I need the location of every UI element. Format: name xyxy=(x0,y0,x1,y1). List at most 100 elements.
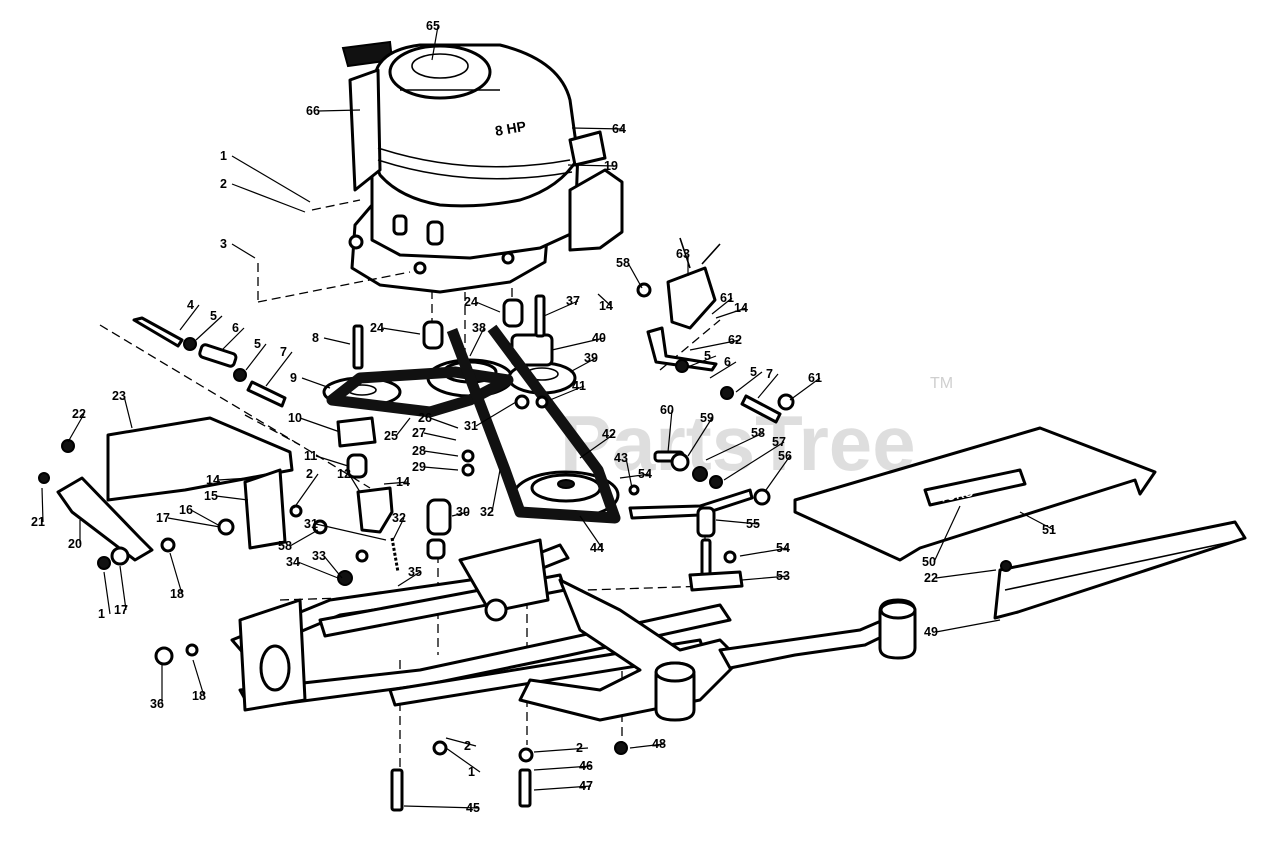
callout-number: 17 xyxy=(156,511,170,525)
idler-arm-12 xyxy=(356,486,394,534)
callout-number: 60 xyxy=(660,403,674,417)
callout-c35: 35 xyxy=(397,565,422,587)
callout-c36: 36 xyxy=(150,664,164,711)
callout-number: 6 xyxy=(724,355,731,369)
leader-line xyxy=(739,547,789,557)
leader-line xyxy=(475,401,517,427)
callout-number: 14 xyxy=(396,475,410,489)
callout-c5d: 5 xyxy=(735,365,763,393)
callout-number: 5 xyxy=(704,349,711,363)
leader-line xyxy=(445,747,481,773)
callout-number: 8 xyxy=(312,331,319,345)
callout-c29: 29 xyxy=(412,460,459,474)
callout-number: 42 xyxy=(602,427,616,441)
leader-line xyxy=(757,373,779,399)
callout-number: 27 xyxy=(412,426,426,440)
callout-number: 6 xyxy=(232,321,239,335)
callout-c34: 34 xyxy=(286,555,339,579)
callout-number: 18 xyxy=(170,587,184,601)
callout-number: 62 xyxy=(728,333,742,347)
leader-line xyxy=(323,555,343,579)
callout-c1a: 1 xyxy=(220,149,311,203)
leader-line xyxy=(619,473,651,479)
leader-line xyxy=(741,575,789,581)
callout-c26: 26 xyxy=(418,411,459,429)
callout-number: 45 xyxy=(466,801,480,815)
callout-number: 21 xyxy=(31,515,45,529)
leader-line xyxy=(431,25,439,61)
callout-c5a: 5 xyxy=(195,309,223,341)
leader-line xyxy=(625,457,633,489)
callout-number: 5 xyxy=(210,309,217,323)
leader-line xyxy=(299,417,341,433)
callout-number: 65 xyxy=(426,19,440,33)
leader-line xyxy=(689,339,741,351)
leader-line xyxy=(549,385,585,401)
callout-c25: 25 xyxy=(384,417,411,443)
bolt-8 xyxy=(352,324,364,370)
callout-number: 56 xyxy=(778,449,792,463)
callout-number: 26 xyxy=(418,411,432,425)
callout-number: 58 xyxy=(278,539,292,553)
callout-c51: 51 xyxy=(1019,511,1056,537)
callout-number: 61 xyxy=(808,371,822,385)
callout-c49: 49 xyxy=(924,619,1001,639)
callout-c54a: 54 xyxy=(619,467,652,481)
drive-pulleys xyxy=(322,324,621,524)
callout-number: 3 xyxy=(220,237,227,251)
leader-line xyxy=(935,619,1001,633)
callout-c24a: 24 xyxy=(370,321,421,335)
callout-number: 64 xyxy=(612,122,626,136)
callout-number: 41 xyxy=(572,379,586,393)
callout-number: 17 xyxy=(114,603,128,617)
leader-line xyxy=(231,243,256,259)
leader-line xyxy=(119,565,127,611)
callout-c17b: 17 xyxy=(114,565,128,617)
leader-line xyxy=(627,262,643,289)
leader-line xyxy=(475,301,501,313)
plate-53 xyxy=(688,570,744,592)
recoil-starter xyxy=(388,44,492,100)
right-linkage xyxy=(628,237,795,592)
callout-c37: 37 xyxy=(543,294,580,317)
callout-c7b: 7 xyxy=(757,367,779,399)
callout-c17a: 17 xyxy=(156,511,221,528)
callout-c8: 8 xyxy=(312,331,351,345)
leader-line xyxy=(765,455,791,491)
callout-number: 5 xyxy=(254,337,261,351)
spacer-6 xyxy=(198,343,238,368)
callout-number: 37 xyxy=(566,294,580,308)
watermark: PartsTree TM xyxy=(560,375,953,487)
callout-number: 24 xyxy=(464,295,478,309)
leader-line xyxy=(231,155,311,203)
control-bracket xyxy=(458,538,550,614)
callout-c12: 12 xyxy=(337,467,361,493)
callout-number: 1 xyxy=(468,765,475,779)
callout-c20: 20 xyxy=(68,520,82,551)
leader-line xyxy=(169,552,183,595)
callout-c54b: 54 xyxy=(739,541,790,557)
leader-line xyxy=(629,743,665,749)
muffler xyxy=(568,168,624,252)
callout-number: 29 xyxy=(412,460,426,474)
callout-number: 66 xyxy=(306,104,320,118)
callout-c43: 43 xyxy=(614,451,633,489)
leader-line xyxy=(245,343,267,371)
callout-number: 23 xyxy=(112,389,126,403)
bracket-10 xyxy=(336,416,377,448)
rod-62 xyxy=(646,326,718,372)
leader-line xyxy=(103,571,111,615)
leader-line xyxy=(215,495,249,501)
leader-line xyxy=(551,337,605,351)
callout-c44: 44 xyxy=(579,515,604,555)
leader-line xyxy=(533,785,592,791)
callout-number: 55 xyxy=(746,517,760,531)
leader-line xyxy=(735,371,763,393)
callout-c47: 47 xyxy=(533,779,593,793)
callout-number: 53 xyxy=(776,569,790,583)
callout-c58a: 58 xyxy=(278,529,319,553)
spacer-24a xyxy=(422,320,444,350)
leader-line xyxy=(687,417,713,457)
spacer-24b xyxy=(502,298,524,328)
bracket-15 xyxy=(243,468,287,550)
